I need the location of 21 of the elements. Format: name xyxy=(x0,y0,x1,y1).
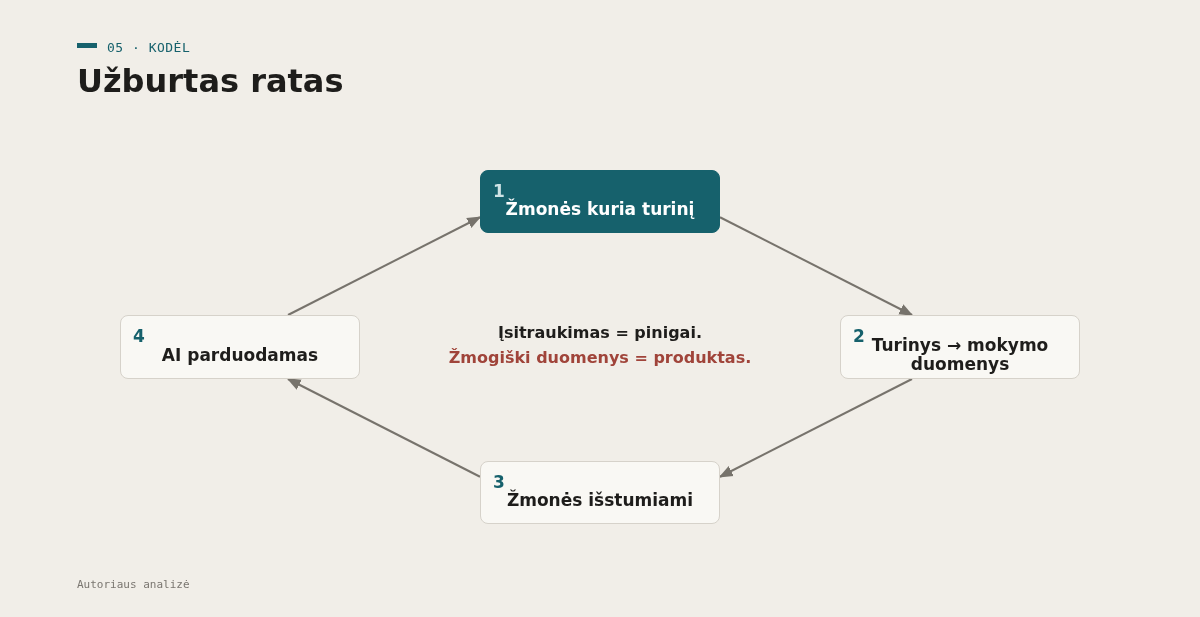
step-box xyxy=(840,315,1080,379)
arrow xyxy=(718,378,913,478)
step-box xyxy=(480,461,720,524)
step-label: Turinys → mokymo duomenys xyxy=(870,336,1050,374)
step-label: Žmonės išstumiami xyxy=(505,488,695,513)
step-box xyxy=(120,315,360,379)
title: Užburtas ratas xyxy=(77,62,344,100)
section-label: 05 · KODĖL xyxy=(107,40,191,55)
step-number: 3 xyxy=(493,474,505,491)
arrow xyxy=(719,216,914,316)
center-statement: Žmogiški duomenys = produktas. xyxy=(447,348,753,367)
step-label: AI parduodamas xyxy=(160,343,320,367)
step-number: 4 xyxy=(133,328,145,345)
highlighted-step-box xyxy=(480,170,720,233)
source-note: Autoriaus analizė xyxy=(77,578,190,591)
step-number: 2 xyxy=(853,328,865,345)
arrow xyxy=(287,216,482,316)
step-label: Žmonės kuria turinį xyxy=(504,197,696,222)
step-number: 1 xyxy=(493,183,505,200)
center-statement: Įsitraukimas = pinigai. xyxy=(497,323,703,342)
arrow xyxy=(286,378,481,478)
